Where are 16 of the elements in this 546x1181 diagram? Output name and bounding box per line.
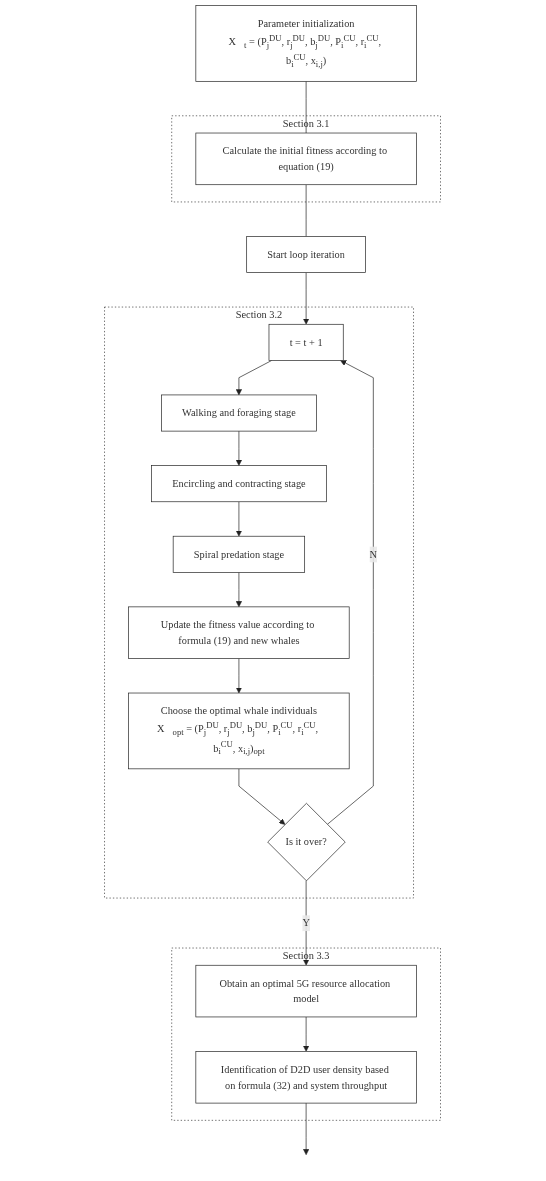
- node-box: t = t + 1: [269, 323, 345, 361]
- node-box: Choose the optimal whale individuals X⃗$_{opt}$ = (P$_{j}$$^{DU}$, r$_{j}$$^{DU}$, b$_{j}$$^{DU}$, P$_{i}$$^{CU}$, r$_{i}$$^{CU}$, b$_{i}$$^{CU}$, x$_{i,j}$)$_{opt}$: [128, 692, 351, 770]
- connector: [306, 184, 307, 237]
- node-box: Obtain an optimal 5G resource allocation model: [195, 964, 418, 1018]
- node-box: Spiral predation stage: [173, 535, 306, 573]
- node-box: Encircling and contracting stage: [151, 465, 328, 503]
- node-box: Identification of D2D user density based on formula (32) and system throughput: [195, 1051, 418, 1104]
- connector: [306, 81, 307, 134]
- node-box: Calculate the initial fitness according to equation (19): [195, 132, 418, 186]
- edge-label: N: [370, 548, 378, 560]
- node-box: Parameter initialization X⃗$_{t}$ = (P$_{j}$$^{DU}$, r$_{j}$$^{DU}$, b$_{j}$$^{DU}$, P$_{i}$$^{CU}$, r$_{i}$$^{CU}$, b$_{i}$$^{CU}$, x$_{i,j}$): [195, 5, 418, 82]
- node-box: Walking and foraging stage: [161, 394, 318, 432]
- node-box: Start loop iteration: [246, 236, 367, 273]
- node-diamond: Is it over?: [267, 802, 347, 882]
- node-box: Update the fitness value according to formula (19) and new whales: [128, 606, 351, 659]
- edge-label: Y: [302, 917, 311, 929]
